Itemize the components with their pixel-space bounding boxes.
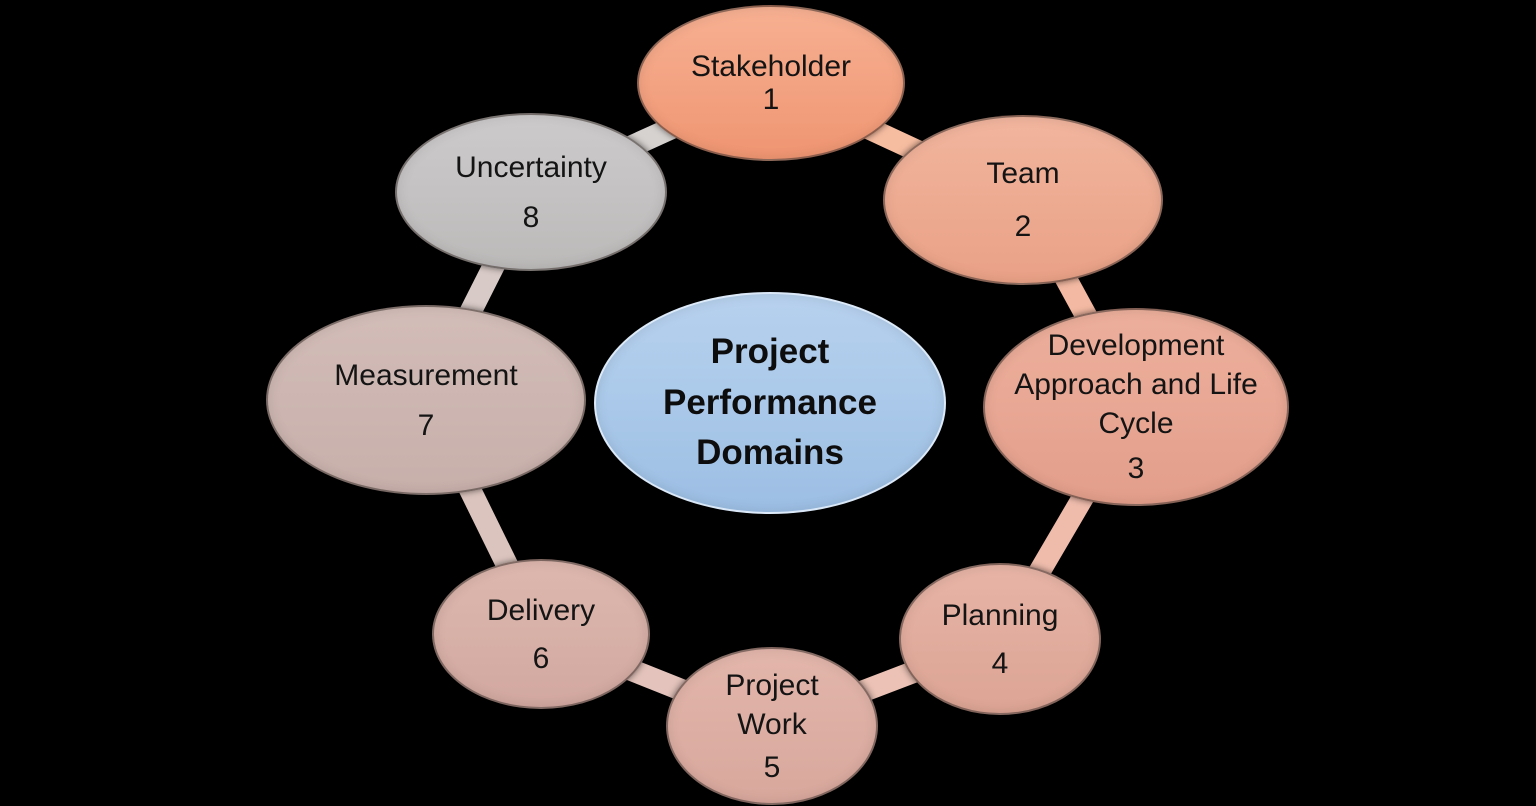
node-planning-label: Planning xyxy=(941,598,1059,632)
node-planning-number: 4 xyxy=(991,646,1009,680)
node-team: Team 2 xyxy=(883,115,1163,285)
node-stakeholder-number: 1 xyxy=(762,83,780,116)
node-planning: Planning 4 xyxy=(899,563,1101,715)
node-stakeholder: Stakeholder 1 xyxy=(637,5,905,161)
node-team-label: Team xyxy=(986,157,1060,190)
node-measurement-label: Measurement xyxy=(334,358,518,392)
node-uncertainty: Uncertainty 8 xyxy=(395,113,667,271)
node-delivery: Delivery 6 xyxy=(432,559,650,709)
center-node: Project Performance Domains xyxy=(594,292,946,514)
node-uncertainty-label: Uncertainty xyxy=(455,150,607,184)
node-team-number: 2 xyxy=(1014,210,1032,243)
node-measurement-number: 7 xyxy=(417,408,435,442)
node-measurement: Measurement 7 xyxy=(266,305,586,495)
node-delivery-number: 6 xyxy=(532,641,550,675)
node-development-approach-label: Development Approach and Life Cycle xyxy=(1014,329,1258,440)
node-development-approach-number: 3 xyxy=(1127,452,1145,485)
node-project-work-number: 5 xyxy=(763,750,781,784)
center-node-label: Project Performance Domains xyxy=(663,331,877,473)
node-project-work-label: Project Work xyxy=(725,668,819,741)
node-uncertainty-number: 8 xyxy=(522,200,540,234)
node-project-work: Project Work 5 xyxy=(666,647,878,805)
node-stakeholder-label: Stakeholder xyxy=(690,50,852,83)
node-development-approach: Development Approach and Life Cycle 3 xyxy=(983,308,1289,506)
node-delivery-label: Delivery xyxy=(486,593,596,627)
